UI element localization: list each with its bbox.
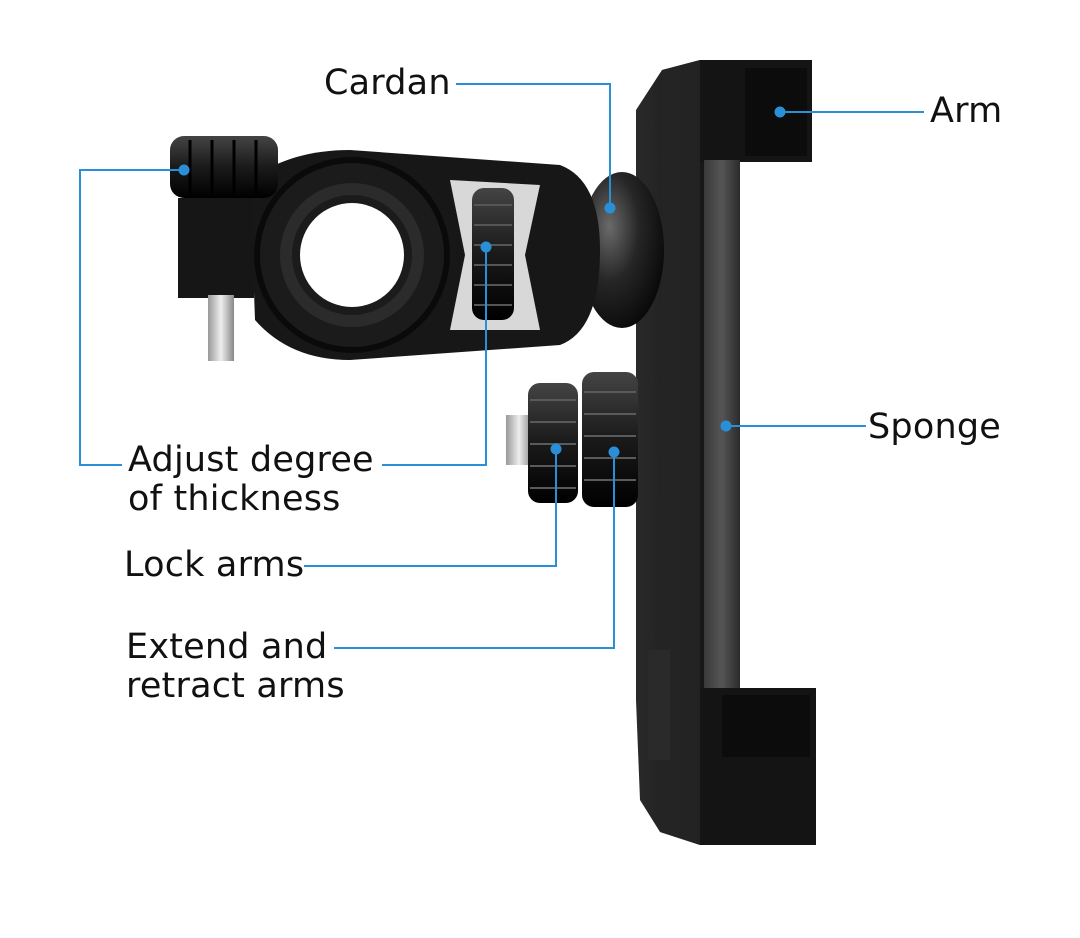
bottom-arm-slot (648, 650, 670, 760)
adjust-label-line2: of thickness (128, 479, 341, 519)
sponge-dot (720, 420, 732, 432)
arm-bolt (506, 415, 532, 465)
lock-label-text: Lock arms (124, 545, 305, 585)
clamp-knob (170, 136, 278, 198)
extend-dot (608, 446, 620, 458)
extend-knob (582, 372, 638, 507)
cardan-ball (580, 172, 664, 328)
extend-retract-label: Extend and retract arms (126, 628, 345, 706)
arm-label: Arm (930, 92, 1002, 131)
arm-label-text: Arm (930, 91, 1003, 131)
adjust-leader-right (382, 247, 487, 466)
extend-label-line1: Extend and (126, 627, 328, 667)
lock-dot (550, 443, 562, 455)
clamp-block (178, 198, 254, 298)
adjust-thickness-label: Adjust degree of thickness (128, 441, 374, 519)
clamp-knob-grip (188, 140, 258, 194)
knob-grip (530, 391, 636, 489)
clamp-knob-dot (178, 164, 190, 176)
cardan-label-text: Cardan (324, 63, 451, 103)
sponge-label: Sponge (868, 408, 1001, 447)
clamp-ring-inner (280, 183, 424, 327)
cardan-dot (604, 202, 616, 214)
adjust-leader-left (79, 169, 184, 466)
thickness-dot (480, 241, 492, 253)
thickness-knob (472, 188, 514, 320)
bottom-arm-face (722, 695, 810, 757)
adjust-label-line1: Adjust degree (128, 440, 374, 480)
lock-leader (304, 449, 557, 567)
sponge-label-text: Sponge (868, 407, 1001, 447)
lock-arms-label: Lock arms (124, 546, 304, 585)
arm-dot (774, 106, 786, 118)
thickness-knob-grip (474, 204, 512, 306)
cardan-label: Cardan (324, 64, 451, 103)
extend-label-line2: retract arms (126, 666, 345, 706)
clamp-bolt (208, 295, 234, 361)
cardan-leader (456, 83, 611, 208)
clamp-hole (300, 203, 404, 307)
extend-leader (334, 452, 615, 649)
